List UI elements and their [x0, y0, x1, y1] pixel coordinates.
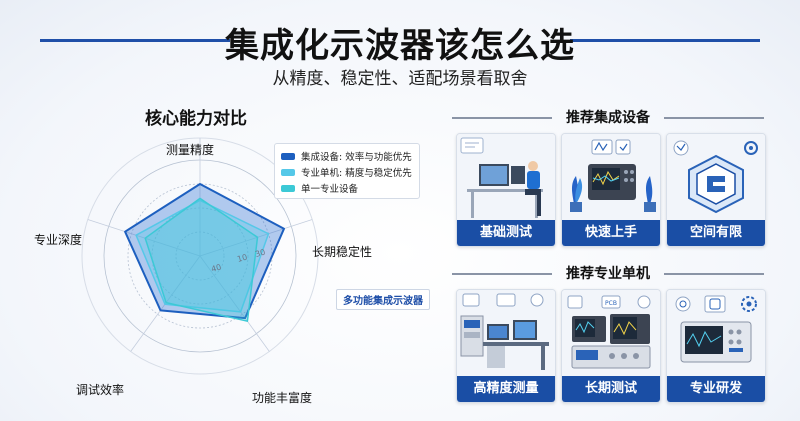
card-limited-space[interactable]: 空间有限: [666, 133, 766, 247]
radar-series-1: [135, 199, 270, 313]
section-title: 推荐集成设备: [566, 110, 650, 126]
radar-axis-label: 测量精度: [166, 142, 214, 157]
card-basic-test[interactable]: 基础测试: [456, 133, 556, 247]
annotation-tag: 多功能集成示波器: [336, 289, 430, 310]
title-rule-right: [570, 39, 760, 42]
card-label: 长期测试: [562, 376, 660, 402]
radar-axis-label: 长期稳定性: [312, 244, 372, 259]
radar-ring-label: 10: [236, 253, 248, 264]
section-title: 推荐专业单机: [566, 266, 650, 282]
chart-title: 核心能力对比: [145, 109, 247, 129]
lab-bench-icon: [457, 290, 555, 376]
legend-item-single: 单一专业设备: [281, 180, 413, 196]
radar-series-2: [144, 197, 259, 322]
legend-label: 单一专业设备: [301, 184, 359, 195]
legend-item-standalone: 专业单机: 精度与稳定优先: [281, 164, 413, 180]
title-rule-left: [40, 39, 230, 42]
header: 集成化示波器该怎么选 从精度、稳定性、适配场景看取舍: [0, 0, 800, 100]
legend-label: 专业单机: 精度与稳定优先: [301, 168, 412, 179]
card-label: 高精度测量: [457, 376, 555, 402]
chart-legend: 集成设备: 效率与功能优先 专业单机: 精度与稳定优先 单一专业设备: [274, 143, 420, 199]
card-label: 基础测试: [457, 220, 555, 246]
legend-item-integrated: 集成设备: 效率与功能优先: [281, 148, 413, 164]
svg-text:PCB: PCB: [605, 300, 617, 307]
radar-axis-label: 专业深度: [34, 232, 82, 247]
section-head-standalone: 推荐专业单机: [452, 264, 764, 282]
radar-axis-label: 功能丰富度: [252, 390, 312, 405]
section-head-integrated: 推荐集成设备: [452, 108, 764, 126]
engineer-desk-icon: [457, 134, 555, 220]
radar-spoke: [199, 255, 270, 352]
radar-spoke: [87, 219, 201, 257]
page-title: 集成化示波器该怎么选: [225, 26, 575, 66]
legend-swatch-standalone: [281, 168, 295, 176]
card-label: 快速上手: [562, 220, 660, 246]
radar-axis-label: 调试效率: [76, 382, 124, 397]
card-high-precision[interactable]: 高精度测量: [456, 289, 556, 403]
instrument-gear-icon: [667, 290, 765, 376]
legend-swatch-integrated: [281, 152, 295, 160]
rack-instrument-icon: PCB: [562, 290, 660, 376]
card-long-term-test[interactable]: PCB 长期测试: [561, 289, 661, 403]
radar-series-0: [124, 183, 285, 320]
radar-ring-label: 30: [254, 248, 266, 259]
card-label: 空间有限: [667, 220, 765, 246]
card-professional-rd[interactable]: 专业研发: [666, 289, 766, 403]
compact-device-icon: [667, 134, 765, 220]
oscilloscope-plant-icon: [562, 134, 660, 220]
card-label: 专业研发: [667, 376, 765, 402]
card-quick-start[interactable]: 快速上手: [561, 133, 661, 247]
radar-spoke: [199, 219, 313, 257]
legend-label: 集成设备: 效率与功能优先: [301, 152, 412, 163]
radar-ring-label: 40: [210, 263, 222, 274]
legend-swatch-single: [281, 184, 295, 192]
page-subtitle: 从精度、稳定性、适配场景看取舍: [272, 69, 528, 89]
